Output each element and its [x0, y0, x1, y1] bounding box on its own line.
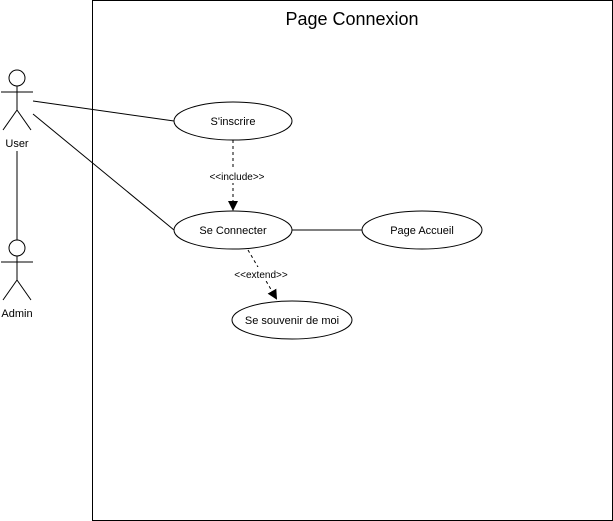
- use-case-page-accueil[interactable]: Page Accueil: [361, 210, 483, 250]
- actor-admin-label: Admin: [1, 308, 32, 320]
- actor-user-head: [8, 69, 26, 87]
- use-case-sinscrire[interactable]: S'inscrire: [173, 101, 293, 141]
- actor-admin-head: [8, 239, 26, 257]
- include-label: <<include>>: [209, 172, 264, 183]
- association-user-se-connecter: [32, 113, 175, 231]
- use-case-sinscrire-ellipse: [173, 101, 293, 141]
- use-case-se-souvenir-label: Se souvenir de moi: [245, 315, 339, 327]
- include-label-background: [204, 169, 268, 183]
- use-case-page-accueil-ellipse: [361, 210, 483, 250]
- actor-admin-left-leg: [2, 279, 18, 301]
- actor-user-label: User: [5, 138, 29, 150]
- use-case-se-connecter[interactable]: Se Connecter: [173, 210, 293, 250]
- extend-label-background: [230, 267, 292, 281]
- association-user-sinscrire: [32, 100, 175, 122]
- use-case-se-connecter-label: Se Connecter: [199, 225, 267, 237]
- actor-user-right-leg: [16, 109, 32, 131]
- use-case-sinscrire-label: S'inscrire: [211, 116, 256, 128]
- use-case-se-souvenir-ellipse: [231, 300, 353, 340]
- system-title: Page Connexion: [285, 9, 418, 29]
- actor-admin[interactable]: Admin: [1, 239, 33, 320]
- system-boundary: [92, 0, 613, 521]
- use-case-se-connecter-ellipse: [173, 210, 293, 250]
- actor-user-left-leg: [2, 109, 18, 131]
- extend-label: <<extend>>: [234, 270, 288, 281]
- use-case-page-accueil-label: Page Accueil: [390, 225, 454, 237]
- actor-user[interactable]: User: [1, 69, 33, 150]
- use-case-se-souvenir[interactable]: Se souvenir de moi: [231, 300, 353, 340]
- actor-admin-right-leg: [16, 279, 32, 301]
